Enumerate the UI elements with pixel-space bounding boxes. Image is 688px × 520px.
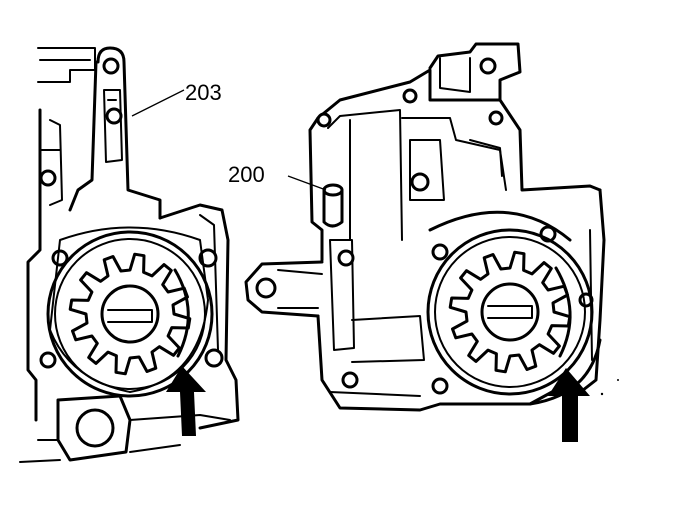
callout-200-leader bbox=[287, 175, 327, 191]
callout-203-leader bbox=[131, 89, 185, 117]
right-inner-gear bbox=[448, 250, 572, 374]
right-gear-assembly bbox=[426, 228, 594, 396]
callout-203: 203 bbox=[131, 80, 222, 117]
right-arrow-icon bbox=[548, 368, 590, 442]
left-gear-assembly bbox=[46, 230, 214, 398]
callout-203-label: 203 bbox=[185, 80, 222, 105]
right-gear-hub bbox=[480, 282, 540, 342]
left-gear-hub bbox=[100, 284, 160, 344]
alignment-pin bbox=[322, 188, 344, 228]
left-outer-rotor-ring bbox=[46, 230, 214, 398]
right-pump-housing bbox=[244, 42, 606, 412]
left-pump-housing bbox=[19, 46, 240, 463]
right-outer-rotor-ring bbox=[426, 228, 594, 396]
callout-200: 200 bbox=[228, 162, 327, 191]
right-seal-arc bbox=[554, 266, 572, 358]
left-arrow-icon bbox=[166, 366, 206, 436]
left-seal-arc bbox=[173, 268, 190, 358]
left-inner-gear bbox=[68, 252, 192, 376]
callout-200-label: 200 bbox=[228, 162, 265, 187]
